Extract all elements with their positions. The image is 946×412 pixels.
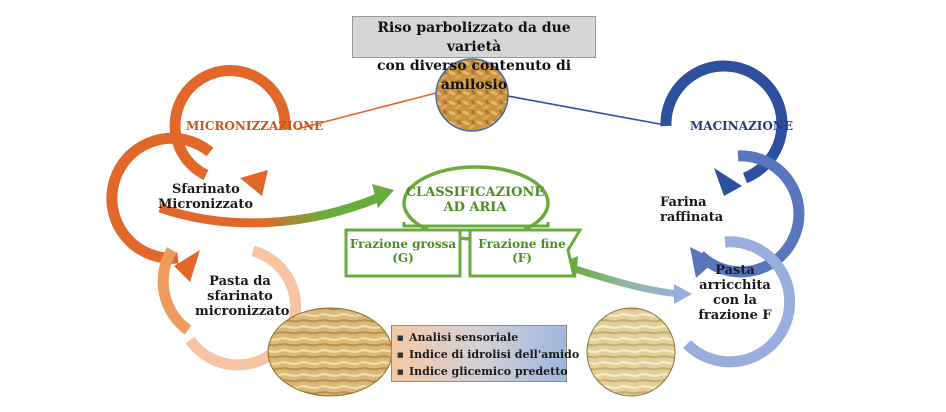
arrow-head-to-pasta-right [690, 247, 716, 278]
arrow-head-to-pasta-left [174, 250, 200, 282]
frazione-fine-box [468, 228, 583, 278]
rice-photo [435, 58, 509, 132]
sfarinato-label-line2: Micronizzato [158, 196, 254, 212]
analysis-box: Analisi sensoriale Indice di idrolisi de… [391, 325, 579, 382]
pasta-right-line3: con la [713, 292, 757, 308]
connector-to-macinazione [507, 95, 666, 126]
classificazione-line2: AD ARIA [443, 199, 507, 215]
sfarinato-label-line1: Sfarinato [172, 182, 240, 197]
classificazione-line1: CLASSIFICAZIONE [405, 185, 545, 200]
micronizzazione-arc [169, 65, 291, 180]
analysis-item: Indice glicemico predetto [397, 363, 568, 380]
pasta-left-label: Pasta da sfarinato micronizzato [195, 274, 290, 320]
classificazione-label: CLASSIFICAZIONE AD ARIA [400, 185, 550, 216]
farina-arc [696, 150, 805, 278]
pasta-right-arc [683, 236, 796, 368]
farina-label: Farina raffinata [660, 195, 724, 226]
pasta-right-photo [586, 307, 676, 397]
pasta-right-label: Pasta arricchita con la frazione F [690, 263, 780, 324]
arrow-head-to-farina [714, 168, 742, 196]
frazione-fine-label: Frazione fine (F) [472, 237, 572, 266]
frazione-grossa-box [344, 228, 462, 278]
frazione-grossa-line1: Frazione grossa [349, 237, 457, 251]
title-box: Riso parbolizzato da due varietà con div… [352, 16, 596, 93]
micronizzazione-label: MICRONIZZAZIONE [186, 119, 324, 133]
macinazione-label: MACINAZIONE [690, 119, 793, 133]
connector-to-micronizzazione [296, 92, 437, 130]
arrow-head-to-classificazione [372, 184, 394, 208]
frazione-fine-line2: (F) [512, 250, 532, 265]
title-line2: con diverso contenuto di amilosio [376, 58, 572, 93]
farina-line2: raffinata [660, 209, 724, 225]
analysis-item: Indice di idrolisi dell'amido [397, 346, 579, 363]
title-line1: Riso parbolizzato da due varietà [377, 20, 571, 55]
arrow-head-pasta-right [674, 284, 692, 304]
pasta-right-line2: arricchita [699, 277, 771, 293]
farina-line1: Farina [660, 195, 707, 210]
arrow-fine-to-pasta [570, 264, 683, 298]
macinazione-arc [660, 60, 788, 184]
arrow-to-classificazione [158, 192, 382, 228]
frazione-fine-line1: Frazione fine [478, 237, 566, 251]
frazione-grossa-line2: (G) [392, 250, 414, 265]
pasta-right-line1: Pasta [715, 263, 755, 278]
pasta-right-line4: frazione F [698, 307, 772, 323]
pasta-left-photo [267, 307, 393, 397]
pasta-left-line2: sfarinato [207, 288, 273, 304]
sfarinato-label: Sfarinato Micronizzato [158, 182, 254, 213]
arrow-head-to-sfarinato [240, 170, 268, 196]
pasta-left-arc-inner [157, 247, 192, 335]
pasta-left-line3: micronizzato [195, 303, 290, 319]
pasta-left-line1: Pasta da [209, 274, 271, 289]
classificazione-base [402, 222, 550, 228]
frazione-grossa-label: Frazione grossa (G) [346, 237, 460, 266]
sfarinato-arc [106, 132, 214, 264]
analysis-item: Analisi sensoriale [397, 329, 562, 346]
